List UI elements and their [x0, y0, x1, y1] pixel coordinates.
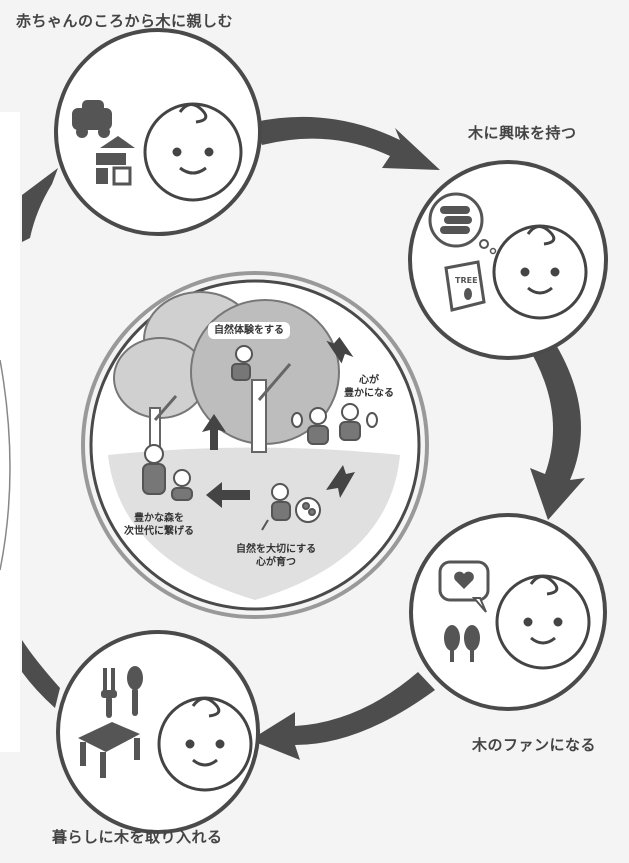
forest-line1: 豊かな森を: [134, 513, 184, 524]
toy-blocks-icon: [96, 136, 135, 186]
trees-icon: [444, 625, 480, 662]
child-on-tree-icon: [231, 345, 253, 381]
stage-circle-lifestyle: [56, 630, 260, 834]
thought-bubble-logs-icon: [428, 192, 497, 255]
baby-face-icon: [143, 102, 243, 202]
baby-face-icon: [492, 224, 588, 320]
center-label-forest: 豊かな森を 次世代に繋げる: [124, 512, 194, 538]
center-nature-circle: [81, 271, 429, 619]
cherish-line2: 心が育つ: [256, 557, 297, 568]
child-watering-icon: [261, 483, 321, 531]
adult-child-icon: [142, 444, 193, 501]
forest-line2: 次世代に繋げる: [124, 526, 194, 537]
wooden-table-icon: [78, 722, 140, 778]
arrow-left-bottom: [22, 615, 60, 708]
cherish-line1: 自然を大切にする: [236, 544, 317, 555]
baby-face-icon: [157, 696, 253, 792]
arrow-top: [255, 116, 440, 170]
cycle-arrows: [22, 116, 585, 760]
heart-line1: 心が: [359, 375, 379, 386]
arrow-bottom: [250, 672, 435, 760]
two-kids-icon: [291, 403, 378, 445]
fork-spoon-icon: [101, 666, 143, 718]
center-label-experience: 自然体験をする: [208, 322, 290, 339]
inner-arrows: [202, 337, 355, 508]
heart-line2: 豊かになる: [344, 388, 394, 399]
stage-label-fan: 木のファンになる: [472, 736, 597, 754]
tree-book-icon: TREE: [444, 260, 486, 312]
stage-label-interest: 木に興味を持つ: [468, 124, 577, 142]
partial-left-panel: [0, 112, 20, 752]
heart-bubble-icon: [438, 560, 490, 613]
title-label: 赤ちゃんのころから木に親しむ: [16, 12, 234, 30]
arrow-right: [525, 332, 585, 520]
stage-circle-interest: TREE: [408, 160, 608, 360]
toy-car-icon: [72, 100, 112, 138]
stage-circle-baby: [54, 28, 262, 236]
arrow-left-top: [22, 168, 58, 242]
center-label-cherish: 自然を大切にする 心が育つ: [236, 543, 316, 569]
book-label: TREE: [455, 276, 478, 285]
center-label-heart: 心が 豊かになる: [344, 374, 394, 400]
stage-circle-fan: [409, 513, 607, 711]
baby-face-icon: [495, 574, 591, 670]
stage-label-lifestyle: 暮らしに木を取り入れる: [52, 828, 223, 846]
